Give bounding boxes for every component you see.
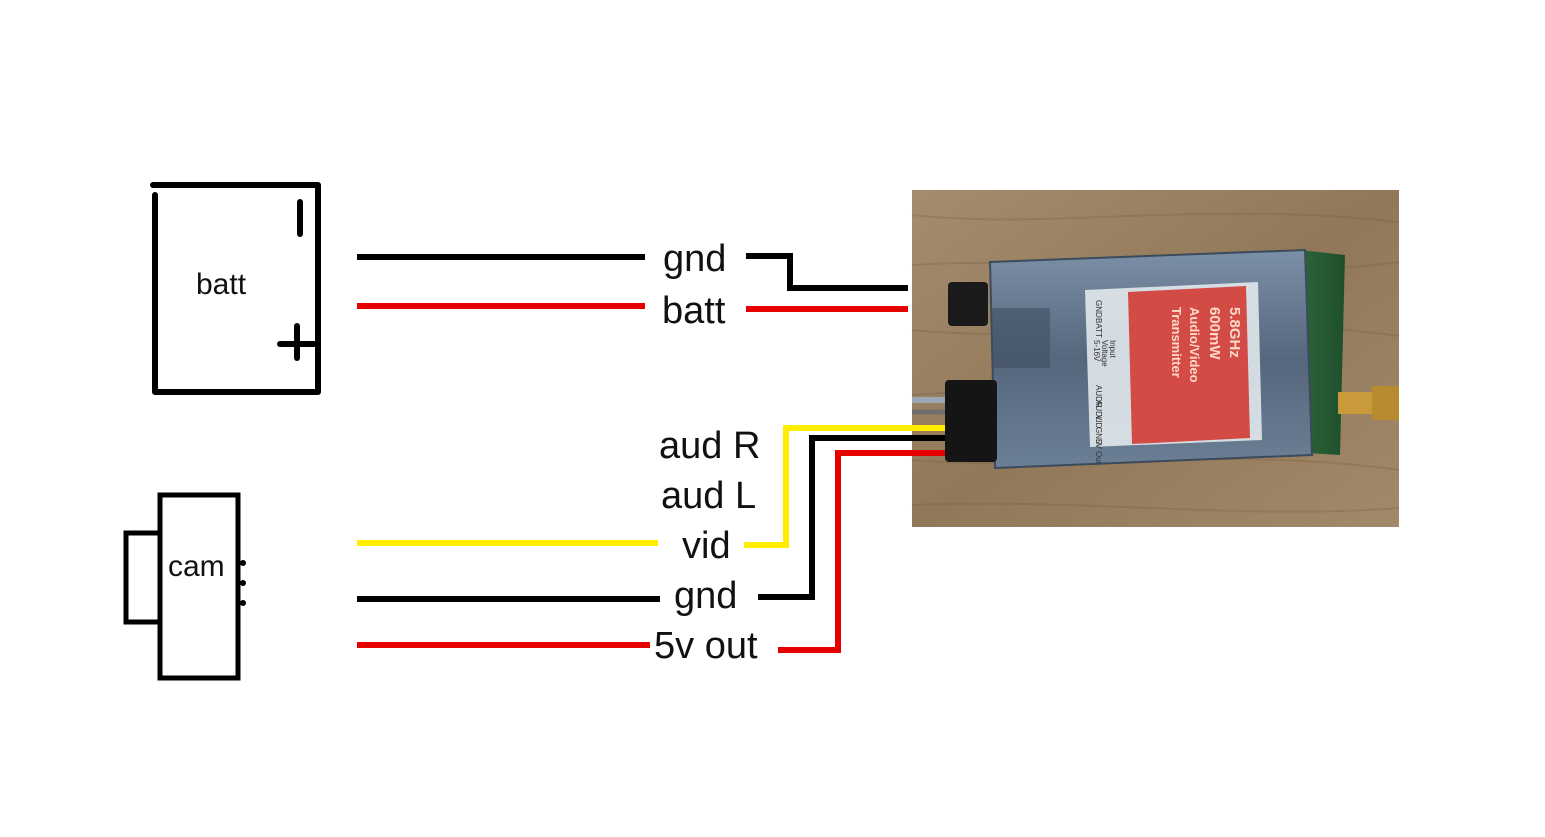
wire-label-aud-l: aud L	[661, 475, 757, 517]
sticker-line-3: Audio/Video	[1187, 307, 1202, 383]
wire-gnd-batt	[357, 253, 908, 291]
battery-symbol	[150, 182, 321, 395]
pin-label-vid: VID	[1094, 415, 1103, 429]
camera-label: cam	[168, 550, 225, 583]
pin-label-batt: BATT	[1094, 318, 1103, 338]
pin-label-input: Input	[1108, 340, 1117, 359]
sticker-line-2: 600mW	[1206, 307, 1223, 360]
camera-pin	[240, 600, 246, 606]
wire-gnd-cam-right	[758, 435, 945, 600]
wire-vid	[357, 425, 945, 548]
wire-label-vid: vid	[682, 525, 731, 567]
camera-pin	[240, 580, 246, 586]
wire-5v-right	[778, 450, 945, 653]
battery-outline	[150, 182, 321, 395]
wire-gnd-batt-right	[746, 253, 908, 291]
sticker-line-1: 5.8GHz	[1226, 307, 1243, 358]
pin-label-gnd: GND	[1094, 300, 1103, 318]
wire-batt	[357, 303, 908, 312]
wire-label-batt: batt	[662, 290, 726, 332]
pin-label-audl: AUDL	[1094, 400, 1103, 422]
pin-label-range: 5-16V	[1092, 340, 1101, 362]
pin-label-5vout: 5V Out	[1094, 439, 1103, 465]
pin-label-gnd2: GND	[1094, 427, 1103, 445]
camera-lens	[123, 530, 160, 625]
av-connector	[945, 380, 997, 462]
shell-window	[992, 308, 1050, 368]
wire-label-5v-out: 5v out	[654, 625, 758, 667]
wire-label-aud-r: aud R	[659, 425, 761, 467]
pin-label-group: GND BATT Input Voltage 5-16V AUDR AUDL V…	[1092, 300, 1117, 465]
power-connector	[948, 282, 988, 326]
camera-pin	[240, 560, 246, 566]
sticker-text: 5.8GHz 600mW Audio/Video Transmitter	[1169, 307, 1243, 383]
camera-body	[157, 492, 241, 681]
wire-label-gnd-batt: gnd	[663, 238, 727, 280]
wire-label-gnd-cam: gnd	[674, 575, 738, 617]
label-sticker	[1128, 286, 1250, 444]
wire-vid-right	[744, 425, 945, 548]
wire-5v-out	[357, 450, 945, 653]
sticker-line-4: Transmitter	[1169, 307, 1184, 378]
pin-label-audr: AUDR	[1094, 385, 1103, 408]
antenna-connector	[1338, 392, 1376, 414]
wire-gnd-cam	[357, 435, 945, 602]
pin-label-voltage: Voltage	[1100, 340, 1109, 367]
antenna-nut	[1372, 386, 1399, 420]
transmitter-photo: 5.8GHz 600mW Audio/Video Transmitter GND…	[911, 190, 1400, 527]
camera-symbol	[123, 492, 246, 681]
battery-label: batt	[196, 268, 247, 301]
